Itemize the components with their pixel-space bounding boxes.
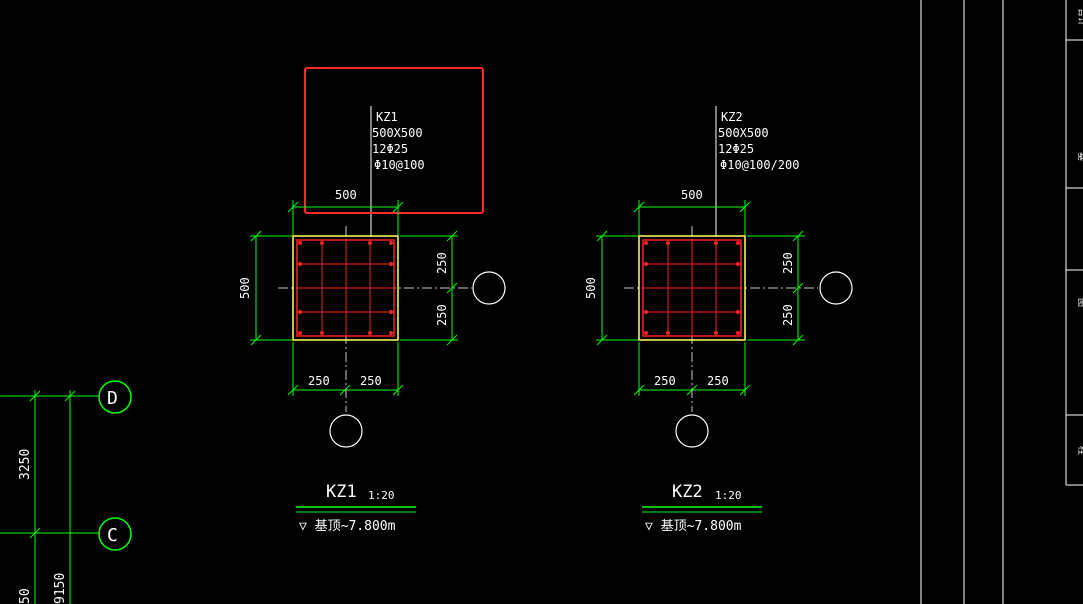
kz2-dim-left-label: 500	[584, 277, 598, 299]
title-block-text-3: 图	[1076, 298, 1083, 307]
kz2-rebars	[644, 241, 740, 335]
kz1-note-stirrup: Φ10@100	[374, 158, 425, 172]
kz1-rebars	[298, 241, 393, 335]
axis-label-d: D	[107, 388, 118, 409]
kz2-dim-bottom-left-label: 250	[654, 374, 676, 388]
kz1-dim-top	[287, 200, 404, 235]
kz1-axis-bubble-bottom	[329, 414, 363, 448]
kz2-axis-bubble-right	[819, 271, 853, 305]
axis-bubble-c	[98, 517, 132, 551]
kz1-scale: 1:20	[368, 489, 395, 502]
kz1-dim-bottom	[287, 342, 404, 396]
kz2-dim-top-label: 500	[681, 188, 703, 202]
grid-axes: D C 3250 9150 50	[0, 380, 132, 604]
kz1-note-rebar: 12Φ25	[372, 142, 408, 156]
kz1-dim-right	[400, 230, 458, 346]
column-detail-kz1: KZ1 500X500 12Φ25 Φ10@100 500 500	[238, 67, 506, 534]
kz2-dim-right	[747, 230, 805, 346]
grid-dim-upper: 3250	[18, 449, 33, 480]
kz1-dim-right-bottom-label: 250	[435, 304, 449, 326]
kz2-dim-right-top-label: 250	[781, 252, 795, 274]
kz2-dim-right-bottom-label: 250	[781, 304, 795, 326]
kz2-title: KZ2	[672, 482, 703, 502]
kz2-scale: 1:20	[715, 489, 742, 502]
kz1-dim-right-top-label: 250	[435, 252, 449, 274]
kz1-elevation: ▽ 基顶~7.800m	[299, 519, 396, 534]
kz2-ties	[643, 240, 741, 336]
kz1-dim-left-label: 500	[238, 277, 252, 299]
kz1-dim-bottom-right-label: 250	[360, 374, 382, 388]
axis-bubble-d	[98, 380, 132, 414]
kz1-dim-left	[250, 230, 292, 346]
kz2-dim-bottom	[633, 342, 751, 396]
highlight-box	[304, 67, 484, 214]
column-detail-kz2: KZ2 500X500 12Φ25 Φ10@100/200 500 500	[584, 106, 853, 534]
kz1-note-name: KZ1	[376, 110, 398, 124]
kz1-title: KZ1	[326, 482, 357, 502]
kz2-elevation: ▽ 基顶~7.800m	[645, 519, 742, 534]
title-block-text-2: 基	[1076, 152, 1083, 161]
kz1-dim-bottom-left-label: 250	[308, 374, 330, 388]
kz1-dim-top-label: 500	[335, 188, 357, 202]
title-block-text-4: 柱	[1076, 446, 1083, 455]
kz2-dim-left	[596, 230, 638, 346]
kz2-dim-bottom-right-label: 250	[707, 374, 729, 388]
kz2-note-rebar: 12Φ25	[718, 142, 754, 156]
title-block: 合计 基 图 柱	[920, 0, 1083, 604]
grid-dim-lower: 9150	[53, 573, 68, 604]
kz2-note-name: KZ2	[721, 110, 743, 124]
kz2-note-size: 500X500	[718, 126, 769, 140]
title-block-text-1: 合计	[1076, 8, 1083, 26]
kz2-dim-top	[633, 200, 751, 235]
kz2-note-stirrup: Φ10@100/200	[720, 158, 799, 172]
grid-dim-partial: 50	[18, 588, 33, 604]
axis-label-c: C	[107, 525, 118, 546]
kz1-ties	[297, 240, 394, 336]
kz2-section-outline	[638, 235, 746, 341]
kz1-note-size: 500X500	[372, 126, 423, 140]
kz1-section-outline	[292, 235, 399, 341]
kz2-axis-bubble-bottom	[675, 414, 709, 448]
kz1-axis-bubble-right	[472, 271, 506, 305]
